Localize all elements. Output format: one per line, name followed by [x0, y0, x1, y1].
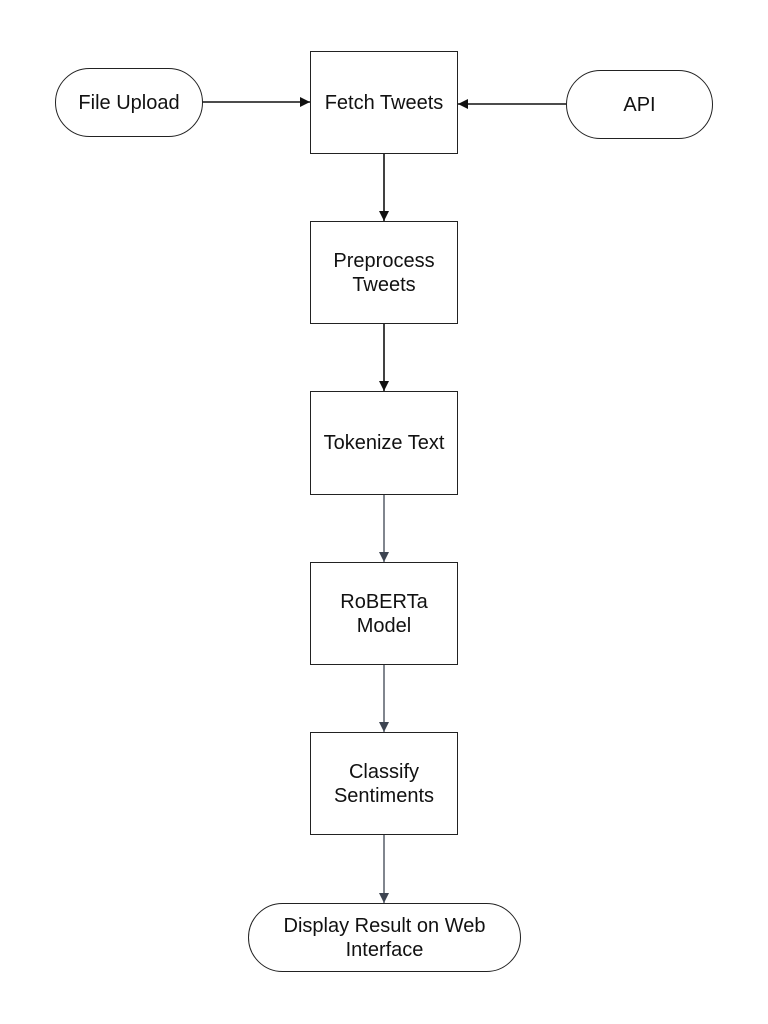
classify-sentiments-label: Classify Sentiments	[333, 760, 435, 807]
fetch-tweets-label: Fetch Tweets	[324, 91, 444, 114]
preprocess-tweets-label: Preprocess Tweets	[333, 249, 435, 296]
file-upload-label: File Upload	[78, 91, 180, 114]
tokenize-text-label: Tokenize Text	[323, 432, 445, 454]
roberta-model-node: RoBERTa Model	[310, 562, 458, 665]
fetch-tweets-node: Fetch Tweets	[310, 51, 458, 154]
tokenize-text-node: Tokenize Text	[310, 391, 458, 495]
api-node: API	[566, 70, 713, 139]
display-result-label: Display Result on Web Interface	[283, 914, 486, 961]
api-label: API	[623, 93, 656, 116]
roberta-model-label: RoBERTa Model	[340, 590, 428, 637]
classify-sentiments-node: Classify Sentiments	[310, 732, 458, 835]
display-result-node: Display Result on Web Interface	[248, 903, 521, 972]
preprocess-tweets-node: Preprocess Tweets	[310, 221, 458, 324]
file-upload-node: File Upload	[55, 68, 203, 137]
